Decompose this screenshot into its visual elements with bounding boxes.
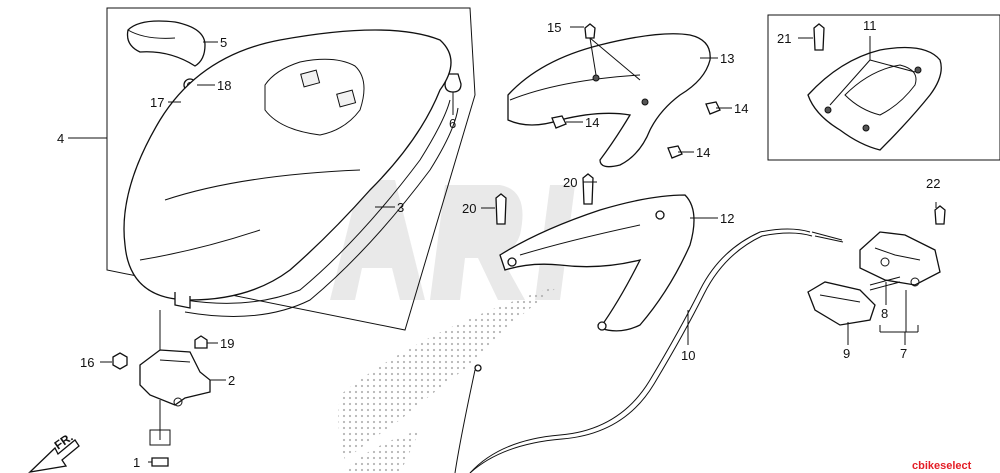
callout-21: 21 <box>777 31 791 46</box>
callout-11: 11 <box>863 18 877 33</box>
callout-19: 19 <box>220 336 234 351</box>
callout-1: 1 <box>133 455 140 470</box>
leader-lines <box>68 26 937 463</box>
callout-15: 15 <box>547 20 561 35</box>
callout-22: 22 <box>926 176 940 191</box>
callout-20-upper: 20 <box>563 175 577 190</box>
callout-6: 6 <box>449 116 456 131</box>
callout-8: 8 <box>881 306 888 321</box>
callout-9: 9 <box>843 346 850 361</box>
callout-14-right: 14 <box>734 101 748 116</box>
callout-3: 3 <box>397 200 404 215</box>
callout-13: 13 <box>720 51 734 66</box>
callout-18: 18 <box>217 78 231 93</box>
callout-16: 16 <box>80 355 94 370</box>
corner-watermark: cbikeselect <box>912 460 972 472</box>
callout-2: 2 <box>228 373 235 388</box>
callout-4: 4 <box>57 131 64 146</box>
callout-20-lower: 20 <box>462 201 476 216</box>
callout-7: 7 <box>900 346 907 361</box>
callout-14-left: 14 <box>585 115 599 130</box>
background-watermark <box>330 180 575 473</box>
callout-12: 12 <box>720 211 734 226</box>
callout-5: 5 <box>220 35 227 50</box>
callout-10: 10 <box>681 348 695 363</box>
callout-14-bottom: 14 <box>696 145 710 160</box>
callout-labels: 5 18 17 4 6 3 15 13 14 14 14 21 11 20 20… <box>57 18 940 470</box>
callout-17: 17 <box>150 95 164 110</box>
